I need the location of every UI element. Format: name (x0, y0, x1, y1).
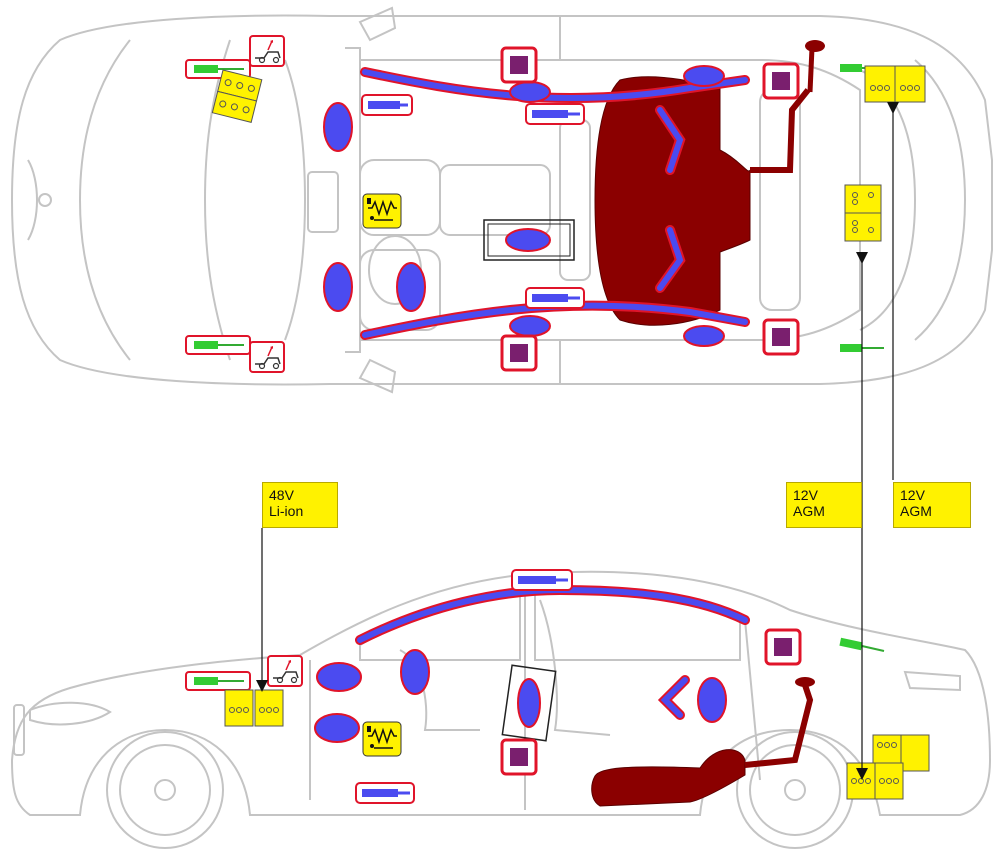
battery-48v-type: Li-ion (269, 503, 304, 519)
seatbelt-pretensioner-icon (362, 193, 402, 757)
leader-lines (256, 102, 899, 780)
pedestrian-protection-icon (249, 35, 303, 687)
battery-12v-left-voltage: 12V (793, 487, 818, 503)
airbag-icon (483, 219, 575, 742)
restraint-module-icon (500, 46, 802, 776)
gas-strut-icon (355, 94, 585, 804)
battery-12v-right-voltage: 12V (900, 487, 925, 503)
battery-12v-label-left: 12V AGM (786, 482, 862, 528)
battery-12v-right-type: AGM (900, 503, 932, 519)
battery-12v-left-type: AGM (793, 503, 825, 519)
battery-48v-voltage: 48V (269, 487, 294, 503)
fuel-tank-icon (591, 677, 815, 807)
side-view (10, 570, 992, 849)
battery-icon (211, 65, 930, 800)
airbag-icon (314, 65, 727, 743)
battery-48v-label: 48V Li-ion (262, 482, 338, 528)
battery-12v-label-right: 12V AGM (893, 482, 971, 528)
